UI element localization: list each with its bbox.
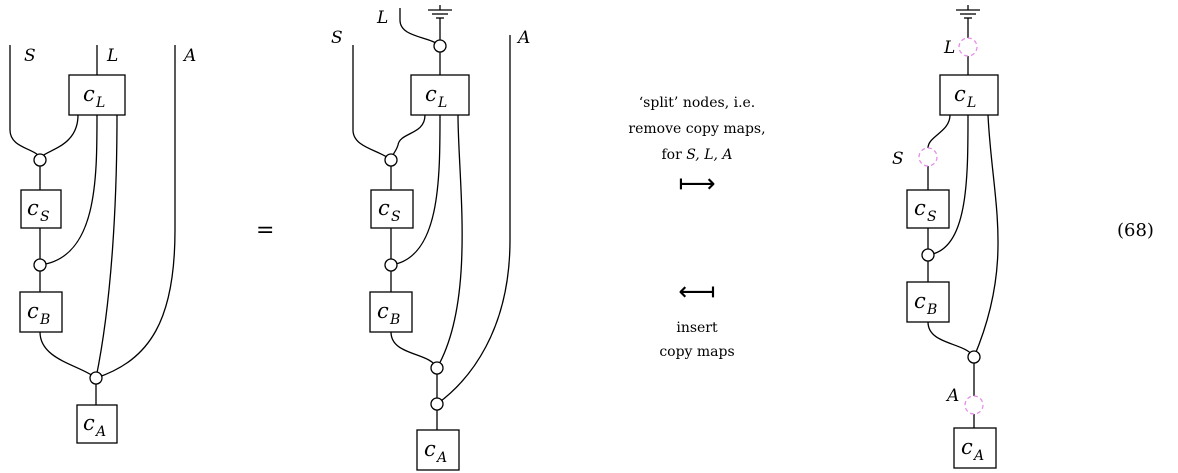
box-cA-sub: A — [435, 450, 447, 466]
split-caption: ‘split’ nodes, i.e. remove copy maps, fo… — [628, 95, 765, 199]
diagram-left: c L c S c B c A S L A — [9, 45, 196, 444]
wire-S — [352, 45, 392, 161]
box-cB-sub: B — [926, 302, 937, 318]
split-caption-line3-vars: S, L, A — [686, 147, 732, 163]
split-caption-line2: remove copy maps, — [628, 121, 765, 137]
wire-A — [95, 45, 176, 379]
copy-node — [430, 397, 444, 411]
wire-cL-to-node1 — [39, 114, 79, 161]
box-cS: c S — [20, 189, 62, 229]
box-cB: c B — [369, 291, 413, 333]
ground-icon — [956, 5, 980, 19]
box-cL-base: c — [83, 82, 95, 106]
box-cS: c S — [906, 189, 950, 229]
equation-number: (68) — [1117, 220, 1154, 241]
split-node-L — [958, 37, 978, 57]
box-cB-base: c — [27, 299, 39, 323]
ground-icon — [428, 5, 452, 19]
box-cA-sub: A — [972, 448, 984, 464]
maps-to-arrow-icon: ⟼ — [678, 169, 715, 199]
insert-caption-line2: copy maps — [659, 344, 734, 360]
wire-cL-to-node2 — [39, 114, 98, 266]
copy-node — [89, 371, 103, 385]
copy-node — [33, 153, 47, 167]
wire-cL-to-node1 — [390, 114, 426, 161]
split-caption-line1: ‘split’ nodes, i.e. — [639, 95, 756, 111]
wire-cB-bottom-node — [927, 321, 975, 358]
label-L: L — [106, 46, 118, 66]
box-cB-base: c — [377, 299, 389, 323]
wire-cB-node3 — [39, 331, 97, 379]
box-cA-sub: A — [94, 424, 106, 440]
box-cA: c A — [76, 404, 118, 444]
copy-node — [384, 258, 398, 272]
wire-A — [436, 35, 511, 405]
box-cB-sub: B — [39, 312, 50, 328]
box-cS-base: c — [378, 196, 390, 220]
copy-node — [430, 361, 444, 375]
box-cL: c L — [939, 74, 999, 116]
split-node-A — [964, 395, 984, 415]
box-cL-sub: L — [966, 95, 976, 111]
box-cL: c L — [410, 74, 470, 116]
copy-node — [433, 39, 447, 53]
wire-cL-to-node3 — [436, 114, 463, 369]
wire-cL-to-bottom-node — [973, 114, 999, 358]
box-cB-base: c — [914, 289, 926, 313]
maps-from-arrow-icon: ⟻ — [678, 277, 715, 307]
box-cS-base: c — [914, 196, 926, 220]
box-cL: c L — [68, 74, 126, 116]
box-cS: c S — [370, 189, 414, 229]
split-node-S — [918, 147, 938, 167]
diagram-right: c L c S c B c A L S A — [892, 5, 999, 469]
box-cA: c A — [416, 429, 460, 471]
box-cA-base: c — [961, 435, 973, 459]
box-cA-base: c — [424, 437, 436, 461]
box-cA-base: c — [83, 411, 95, 435]
wire-cL-to-node — [927, 114, 969, 256]
box-cL-base: c — [425, 82, 437, 106]
box-cL-sub: L — [437, 95, 447, 111]
split-caption-line3: for S, L, A — [661, 147, 732, 163]
copy-node — [384, 153, 398, 167]
label-L: L — [376, 8, 388, 28]
label-A: A — [945, 386, 959, 406]
box-cS-base: c — [27, 196, 39, 220]
box-cS-sub: S — [40, 209, 50, 225]
box-cB: c B — [906, 281, 950, 323]
box-cS-sub: S — [927, 209, 937, 225]
label-L: L — [943, 38, 955, 58]
copy-node — [33, 258, 47, 272]
wire-cL-to-node2 — [390, 114, 441, 266]
box-cL-base: c — [954, 82, 966, 106]
box-cA: c A — [953, 427, 997, 469]
label-S: S — [331, 28, 343, 48]
insert-caption-line1: insert — [676, 320, 718, 336]
split-caption-line3-prefix: for — [661, 147, 686, 163]
wire-cL-splitS — [927, 114, 951, 149]
label-A: A — [516, 28, 530, 48]
diagram-middle: c L c S c B c A S L A — [331, 5, 530, 471]
label-S: S — [24, 46, 36, 66]
label-S: S — [892, 149, 904, 169]
wire-cB-node3 — [390, 331, 438, 369]
equals-sign: = — [256, 218, 274, 243]
wire-cL-to-node3 — [95, 114, 118, 379]
insert-caption: ⟻ insert copy maps — [659, 277, 734, 360]
box-cL-sub: L — [95, 95, 105, 111]
box-cS-sub: S — [391, 209, 401, 225]
box-cB-sub: B — [389, 312, 400, 328]
copy-node — [967, 350, 981, 364]
copy-node — [921, 248, 935, 262]
box-cB: c B — [19, 291, 63, 333]
label-A: A — [182, 46, 196, 66]
